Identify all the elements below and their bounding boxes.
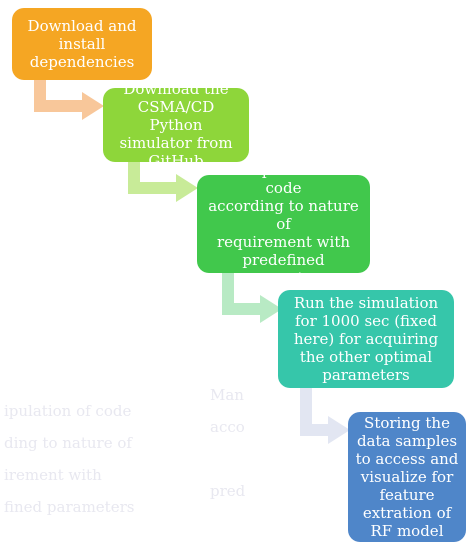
step-text-line: RF model: [370, 522, 444, 540]
ghost-text: ding to nature of: [4, 434, 132, 452]
arrow-step3-to-step4: [222, 273, 282, 323]
step-text-line: parameters: [322, 366, 410, 384]
step-text-line: requirement with: [216, 233, 351, 251]
step-storing-data-samples: Storing the data samples to access and v…: [348, 412, 466, 542]
step-text-line: here) for acquiring: [293, 330, 439, 348]
step-manipulation-of-code: Manipulation of code according to nature…: [197, 161, 370, 287]
step-text-line: visualize for: [360, 468, 454, 486]
step-text-line: dependencies: [29, 53, 135, 71]
step-text-line: CSMA/CD Python: [137, 98, 215, 134]
step-text-line: simulator from: [119, 134, 233, 152]
step-text-line: data samples: [356, 432, 458, 450]
step-download-simulator: Download the CSMA/CD Python simulator fr…: [103, 80, 249, 170]
step-text-line: GitHub: [148, 152, 204, 170]
step-download-install-dependencies: Download and install dependencies: [12, 8, 152, 80]
step-text-line: according to nature of: [208, 197, 359, 233]
arrow-step1-to-step2: [34, 80, 104, 120]
arrow-step4-to-step5: [300, 388, 350, 444]
step-text-line: the other optimal: [299, 348, 433, 366]
arrow-step2-to-step3: [128, 162, 198, 202]
ghost-text: pred: [210, 482, 246, 500]
ghost-text: fined parameters: [4, 498, 135, 516]
step-run-simulation: Run the simulation for 1000 sec (fixed h…: [278, 290, 454, 388]
step-text-line: Download the: [123, 80, 229, 98]
step-text-line: feature: [379, 486, 435, 504]
step-text-line: install: [58, 35, 106, 53]
ghost-text: ipulation of code: [4, 402, 132, 420]
step-text-line: for 1000 sec (fixed: [294, 312, 437, 330]
step-text-line: Manipulation of code: [223, 161, 344, 197]
ghost-text: acco: [210, 418, 245, 436]
step-text-line: Storing the: [364, 414, 450, 432]
step-text-line: extration of: [362, 504, 452, 522]
step-text-line: predefined parameters: [239, 251, 328, 287]
ghost-text: irement with: [4, 466, 102, 484]
ghost-text: Man: [210, 386, 244, 404]
step-text-line: Run the simulation: [293, 294, 439, 312]
step-text-line: to access and: [355, 450, 459, 468]
step-text-line: Download and: [27, 17, 137, 35]
